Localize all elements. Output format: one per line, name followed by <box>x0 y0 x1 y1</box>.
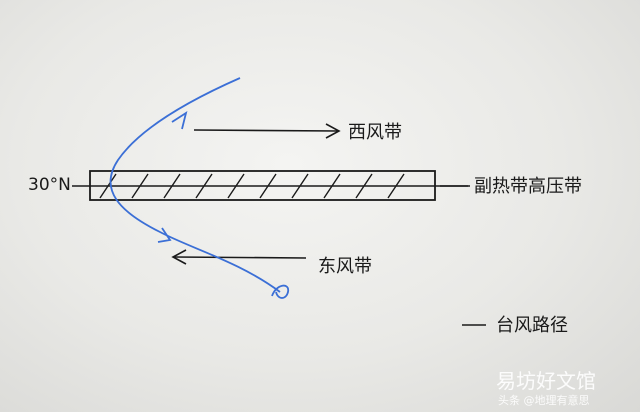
subtropical-high-label: 副热带高压带 <box>474 176 582 197</box>
typhoon-legend-label: 台风路径 <box>496 315 568 336</box>
watermark-site: 易坊好文馆 <box>496 369 596 393</box>
easterlies-label: 东风带 <box>318 256 372 277</box>
westerlies-label: 西风带 <box>348 122 402 143</box>
watermark-source: 头条 @地理有意思 <box>498 393 590 407</box>
typhoon-path <box>109 77 289 299</box>
latitude-label: 30°N <box>28 175 71 195</box>
subtropical-high-belt <box>89 170 436 201</box>
easterlies-arrow <box>171 249 307 265</box>
westerlies-arrow <box>193 123 341 139</box>
